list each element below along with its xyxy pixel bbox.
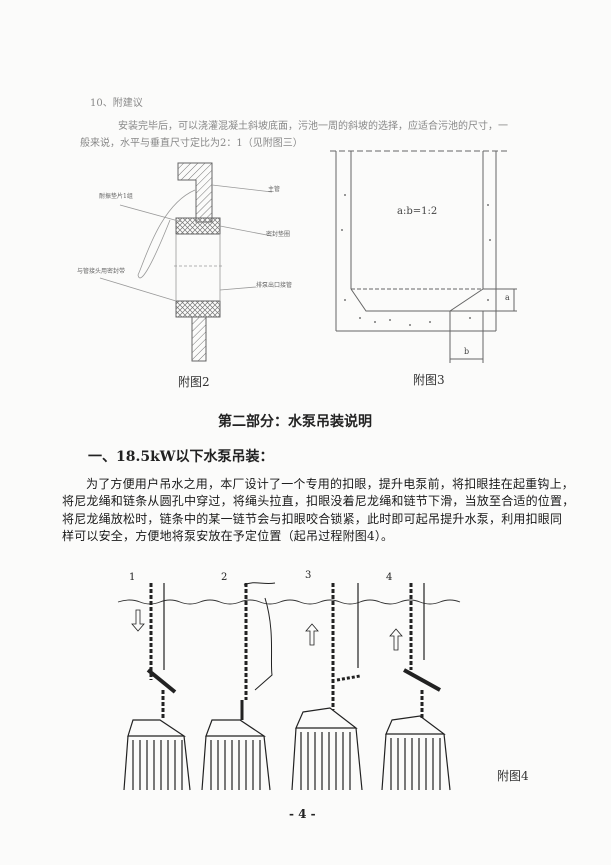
- fig2-label: 排泵出口接管: [256, 282, 293, 289]
- section-line: 样可以安全，方便地将泵安放在予定位置（起吊过程附图4）。: [62, 529, 394, 543]
- step-label: 4: [386, 572, 393, 583]
- step-label: 3: [305, 570, 312, 581]
- step-label: 2: [221, 572, 228, 583]
- pump-step-3: [291, 583, 363, 791]
- figure-3-caption: 附图3: [413, 373, 445, 387]
- pump-step-1: [123, 583, 191, 791]
- fig2-label: 耐振垫片1组: [99, 193, 133, 200]
- fig3-dim-a: a: [505, 293, 510, 302]
- intro-heading: 10、附建议: [90, 98, 143, 109]
- section-line: 为了方便用户吊水之用，本厂设计了一个专用的扣眼，提升电泵前，将扣眼挂在起重钩上，: [86, 477, 575, 491]
- section-subtitle: 一、18.5kW以下水泵吊装：: [88, 449, 274, 465]
- pump-step-2: [201, 582, 276, 791]
- section-title: 第二部分：水泵吊装说明: [218, 414, 372, 430]
- section-line: 将尼龙绳放松时，链条中的某一链节会与扣眼咬合锁紧，此时即可起吊提升水泵，利用扣眼…: [62, 512, 563, 526]
- page-number: - 4 -: [289, 807, 316, 821]
- fig3-ratio-label: a:b=1:2: [397, 206, 438, 217]
- section-line: 将尼龙绳和链条从圆孔中穿过，将绳头拉直，扣眼没着尼龙绳和链节下滑，当放至合适的位…: [62, 494, 575, 508]
- intro-line: 般来说，水平与垂直尺寸定比为2：1（见附图三）: [80, 138, 303, 149]
- fig2-label: 主管: [268, 186, 281, 193]
- figure-4-caption: 附图4: [497, 769, 529, 783]
- intro-line: 安装完毕后，可以浇灌混凝土斜坡底面，污池一周的斜坡的选择，应适合污池的尺寸，一: [118, 121, 508, 132]
- fig3-dim-b: b: [464, 347, 470, 356]
- pump-step-4: [381, 583, 451, 791]
- step-label: 1: [129, 572, 136, 583]
- fig2-label: 与管接头用密封带: [77, 268, 126, 275]
- fig2-label: 密封垫圈: [266, 231, 291, 238]
- figure-2-caption: 附图2: [178, 375, 210, 389]
